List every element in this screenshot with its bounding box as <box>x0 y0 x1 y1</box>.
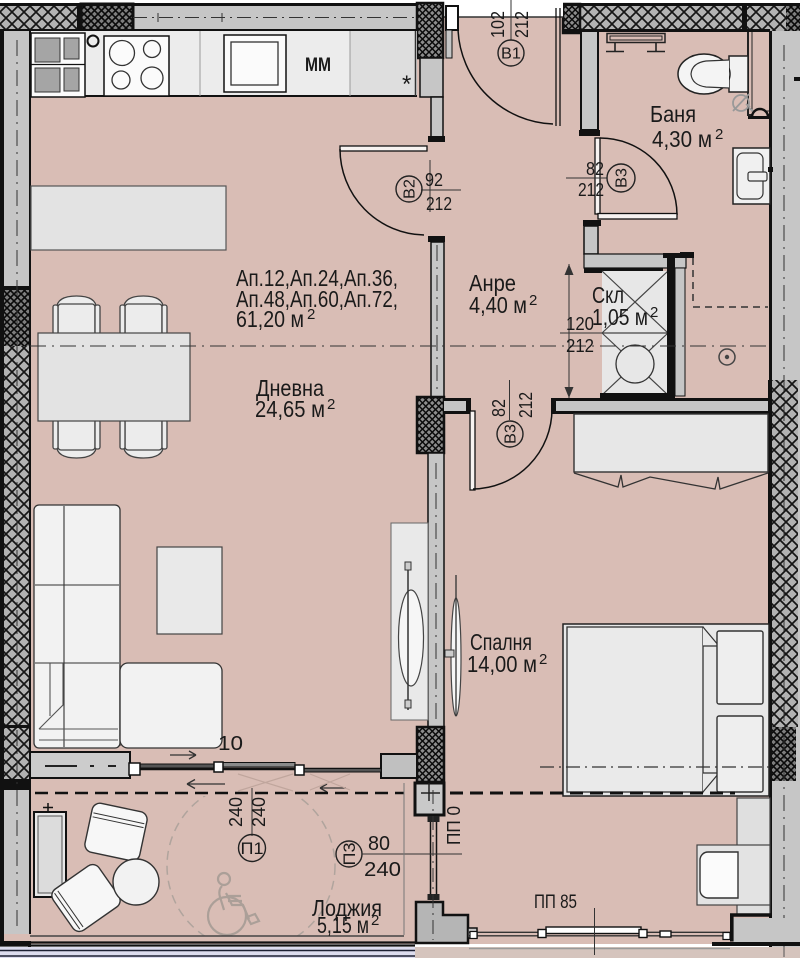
svg-text:2: 2 <box>715 126 723 143</box>
svg-text:Спалня: Спалня <box>470 629 532 655</box>
svg-text:ПП 85: ПП 85 <box>534 892 577 913</box>
svg-text:5,15 м: 5,15 м <box>317 912 369 938</box>
svg-text:4,30 м: 4,30 м <box>652 126 712 152</box>
svg-text:212: 212 <box>516 392 536 418</box>
svg-text:В3: В3 <box>614 168 631 188</box>
svg-text:212: 212 <box>512 11 532 38</box>
svg-text:Лоджия: Лоджия <box>312 895 382 921</box>
svg-text:2: 2 <box>307 306 315 323</box>
svg-text:*: * <box>402 71 411 98</box>
svg-text:В3: В3 <box>503 424 520 444</box>
svg-text:4,40 м: 4,40 м <box>469 292 527 318</box>
svg-text:2: 2 <box>650 304 658 321</box>
svg-text:82: 82 <box>489 399 509 417</box>
svg-text:Скл: Скл <box>592 282 624 308</box>
svg-text:120: 120 <box>566 314 594 334</box>
svg-text:Ап.12,Ап.24,Ап.36,: Ап.12,Ап.24,Ап.36, <box>236 265 398 291</box>
svg-text:Баня: Баня <box>650 101 696 127</box>
svg-text:П1: П1 <box>241 839 264 858</box>
svg-text:2: 2 <box>327 396 335 413</box>
svg-text:240: 240 <box>249 797 269 827</box>
svg-text:ПП 0: ПП 0 <box>444 806 464 845</box>
svg-text:Ап.48,Ап.60,Ап.72,: Ап.48,Ап.60,Ап.72, <box>236 286 398 312</box>
svg-text:14,00 м: 14,00 м <box>467 651 537 677</box>
svg-text:24,65 м: 24,65 м <box>255 396 325 422</box>
svg-text:П3: П3 <box>340 843 359 866</box>
svg-text:240: 240 <box>364 859 401 881</box>
svg-text:2: 2 <box>539 651 547 668</box>
svg-text:Дневна: Дневна <box>256 375 324 401</box>
svg-text:212: 212 <box>426 194 452 214</box>
svg-text:2: 2 <box>371 912 379 929</box>
svg-text:80: 80 <box>368 833 390 855</box>
svg-text:102: 102 <box>488 11 508 38</box>
svg-text:240: 240 <box>226 797 246 827</box>
svg-text:10: 10 <box>218 733 243 755</box>
svg-text:В2: В2 <box>402 179 419 199</box>
svg-text:В1: В1 <box>501 46 521 63</box>
svg-text:Анре: Анре <box>469 270 516 296</box>
svg-text:82: 82 <box>586 159 604 179</box>
svg-text:61,20 м: 61,20 м <box>236 306 304 332</box>
svg-text:92: 92 <box>425 170 443 190</box>
svg-text:212: 212 <box>578 180 604 200</box>
svg-text:2: 2 <box>529 292 537 309</box>
svg-text:1,05 м: 1,05 м <box>592 304 648 330</box>
svg-text:212: 212 <box>566 336 594 356</box>
svg-text:ММ: ММ <box>305 55 331 76</box>
